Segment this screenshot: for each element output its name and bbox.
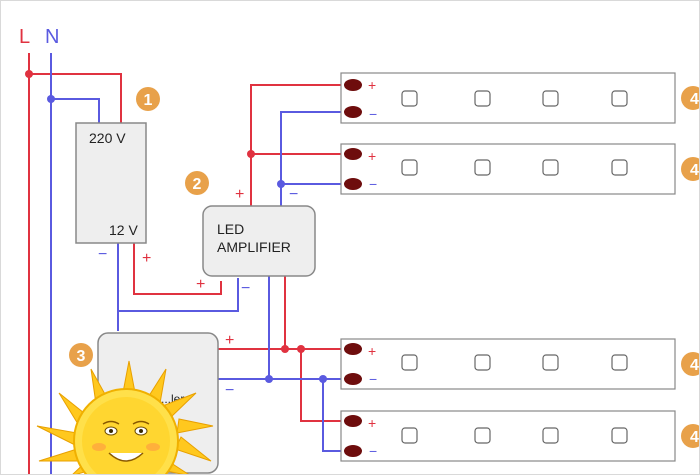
led-amplifier-box [202, 205, 316, 277]
neutral-wires [50, 53, 341, 474]
marker-4-badges: 4 4 4 4 [681, 86, 699, 448]
strip-3-plus: + [368, 343, 376, 359]
psu-minus-sign: − [98, 246, 107, 263]
marker-4-label-d: 4 [690, 429, 699, 446]
strip-1-plus: + [368, 77, 376, 93]
marker-4-label-b: 4 [690, 162, 699, 179]
amplifier-label-line1: LED [217, 221, 244, 237]
marker-2-label: 2 [193, 176, 202, 193]
marker-1-label: 1 [144, 92, 153, 109]
marker-4-label-a: 4 [690, 91, 699, 108]
sun-icon [36, 360, 214, 474]
psu-plus-sign: + [142, 250, 151, 267]
amplifier-label-line2: AMPLIFIER [217, 239, 291, 255]
led-strip-2: + − [340, 143, 676, 195]
marker-1-badge [136, 87, 160, 111]
amp-out-plus-sign: + [235, 186, 244, 203]
led-strip-4: + − [340, 410, 676, 462]
strip-4-plus: + [368, 415, 376, 431]
marker-3-badge [69, 343, 93, 367]
psu-output-label: 12 V [109, 222, 138, 238]
live-label: L [19, 26, 30, 48]
strip-2-plus: + [368, 148, 376, 164]
marker-4-label-c: 4 [690, 357, 699, 374]
marker-2-badge [185, 171, 209, 195]
power-supply-box [75, 122, 147, 244]
junction-dots [25, 70, 327, 383]
ctrl-minus-sign: − [225, 382, 234, 399]
marker-3-label: 3 [77, 348, 86, 365]
led-strip-1: + − [340, 72, 676, 124]
amp-in-minus-sign: − [241, 280, 250, 297]
strip-4-minus: − [369, 443, 377, 459]
strip-3-minus: − [369, 371, 377, 387]
strip-1-minus: − [369, 106, 377, 122]
live-wires [28, 53, 341, 474]
psu-input-label: 220 V [89, 130, 126, 146]
amp-out-minus-sign: − [289, 186, 298, 203]
neutral-label: N [45, 26, 59, 48]
amp-in-plus-sign: + [196, 276, 205, 293]
ctrl-plus-sign: + [225, 332, 234, 349]
strip-2-minus: − [369, 176, 377, 192]
led-strip-3: + − [340, 338, 676, 390]
